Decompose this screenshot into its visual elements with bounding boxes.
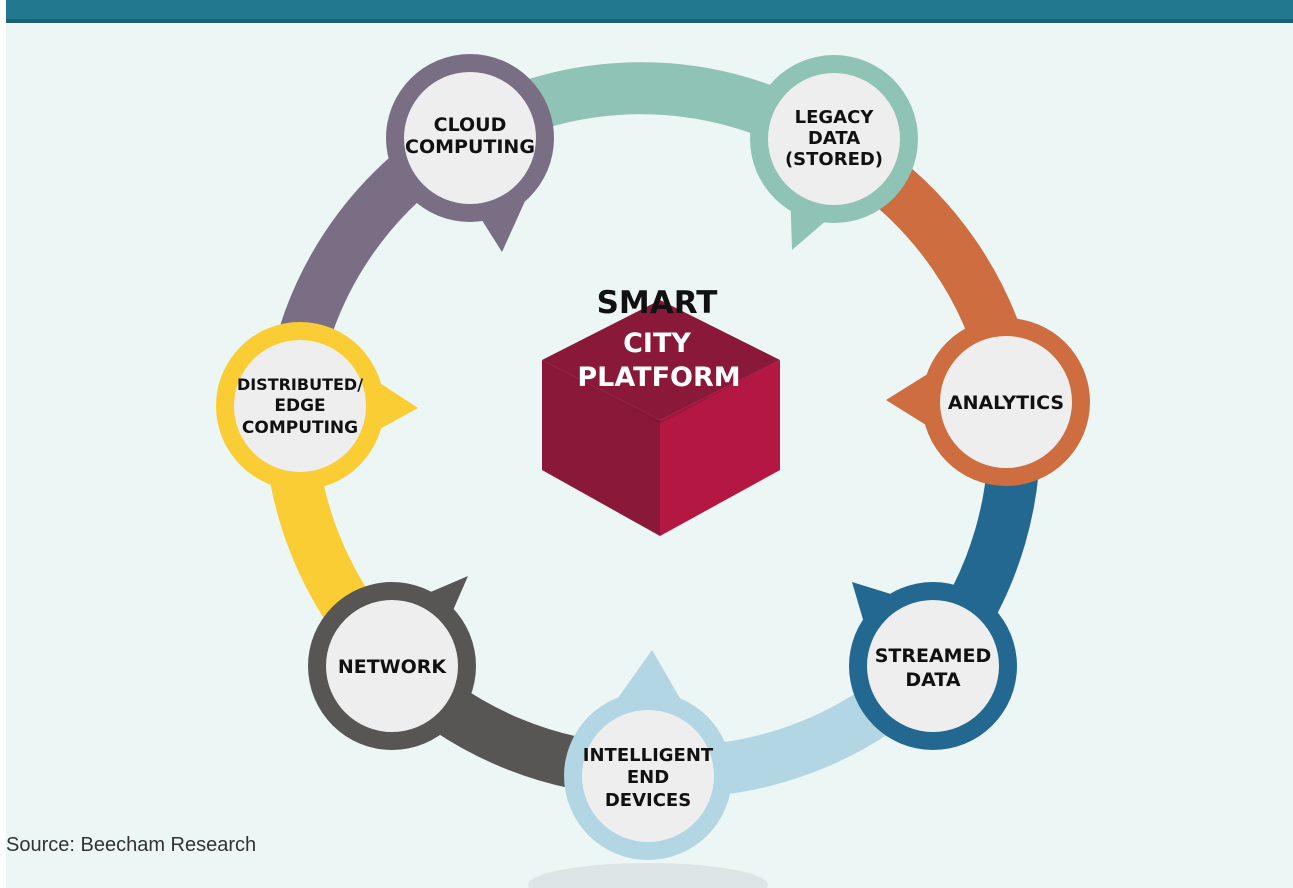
node-label-line: DATA	[808, 128, 860, 149]
node-label-line: EDGE	[274, 396, 325, 416]
node-label-line: DATA	[905, 669, 960, 691]
left-margin	[0, 0, 6, 888]
center-title-smart: SMART	[597, 285, 718, 321]
node-distributed-edge-computing: DISTRIBUTED/ EDGE COMPUTING	[216, 322, 384, 490]
node-label-line: COMPUTING	[405, 136, 535, 158]
node-label-line: (STORED)	[785, 149, 883, 170]
node-label-line: INTELLIGENT	[583, 745, 714, 766]
node-label-line: END	[627, 767, 669, 788]
node-label-line: DEVICES	[605, 790, 691, 811]
cube-top-face	[542, 300, 780, 420]
center-platform-cube: SMART CITY PLATFORM	[542, 285, 780, 536]
node-label-line: DISTRIBUTED/	[237, 375, 363, 394]
node-label-line: CLOUD	[434, 114, 507, 136]
top-accent-bar	[6, 0, 1293, 23]
cube-right-face	[660, 360, 780, 536]
node-network: NETWORK	[308, 582, 476, 750]
cube-left-face	[542, 360, 660, 536]
node-label-line: LEGACY	[795, 107, 875, 128]
source-caption: Source: Beecham Research	[6, 834, 257, 856]
center-title-platform: PLATFORM	[577, 362, 740, 393]
center-title-city: CITY	[623, 328, 691, 359]
node-label-line: COMPUTING	[242, 418, 358, 438]
node-label-line: STREAMED	[875, 645, 992, 667]
node-analytics: ANALYTICS	[922, 318, 1090, 486]
node-intelligent-end-devices: INTELLIGENT END DEVICES	[564, 692, 732, 860]
node-label-line: NETWORK	[338, 656, 448, 678]
nodes: CLOUD COMPUTING LEGACY DATA (STORED) ANA…	[216, 54, 1090, 860]
node-streamed-data: STREAMED DATA	[849, 582, 1017, 750]
node-label-line: ANALYTICS	[948, 392, 1064, 414]
node-cloud-computing: CLOUD COMPUTING	[386, 54, 554, 222]
node-legacy-data: LEGACY DATA (STORED)	[750, 55, 918, 223]
bottom-glow	[528, 863, 768, 888]
